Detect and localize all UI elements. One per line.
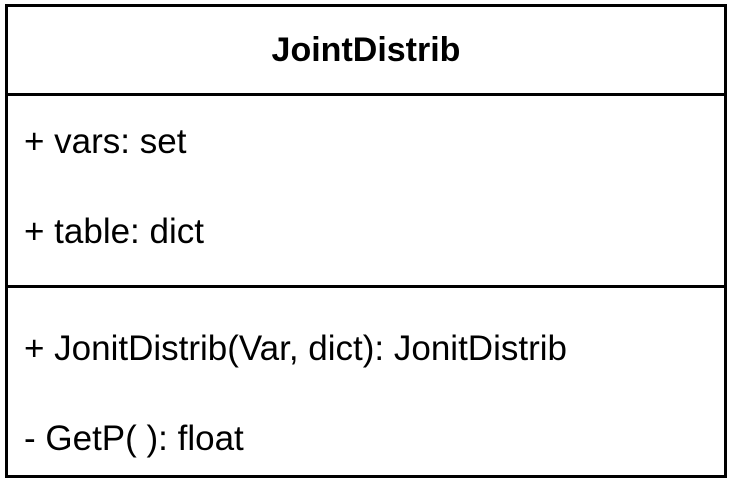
operation-getp: - GetP( ): float	[24, 419, 244, 458]
class-header: JointDistrib	[8, 7, 724, 96]
operation-constructor: + JonitDistrib(Var, dict): JonitDistrib	[24, 329, 567, 368]
attribute-vars: + vars: set	[24, 122, 187, 161]
attribute-table: + table: dict	[24, 212, 204, 251]
class-name: JointDistrib	[271, 31, 461, 69]
uml-class-box: JointDistrib + vars: set + table: dict +…	[5, 4, 727, 478]
operations-compartment: + JonitDistrib(Var, dict): JonitDistrib …	[8, 288, 724, 475]
attributes-compartment: + vars: set + table: dict	[8, 96, 724, 288]
